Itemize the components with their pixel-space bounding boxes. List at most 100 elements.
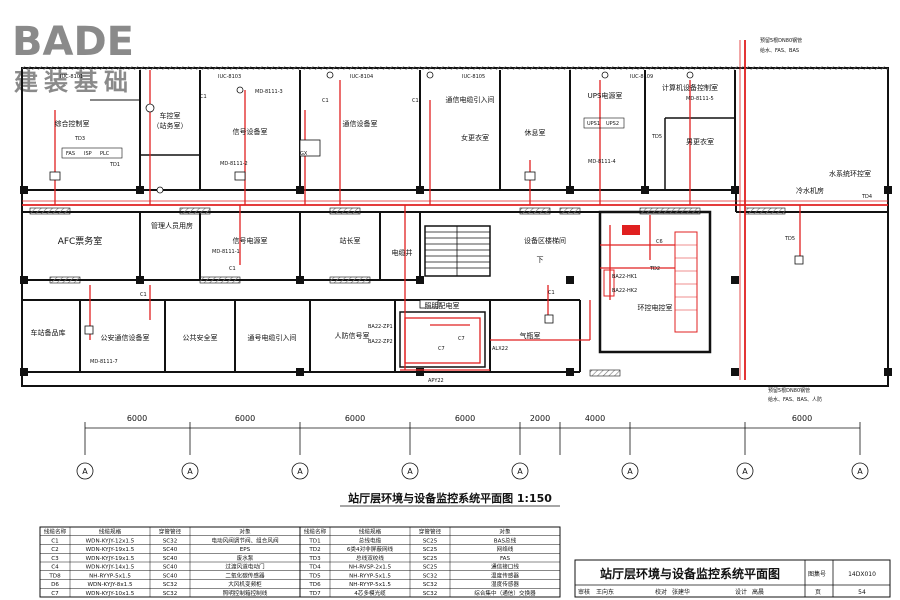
table-cell: WDN-KYJY-19x1.5 [86,556,135,562]
room-female-changing: 女更衣室 [461,133,489,142]
tag-pipe-bottom-sub: 给水、FAS、BAS、人防 [768,396,822,403]
title-block-page-label: 页 [815,589,821,596]
table-cell: NH-RYYP-5x1.5 [349,573,391,579]
room-water-control: 水系统环控室 [829,169,871,178]
tag-ups2: UPS2 [606,121,619,127]
dimension-line [84,422,861,455]
title-block-check-name: 张建华 [672,588,690,596]
tag-md-3: MD-8111-5 [686,96,714,102]
table-cell: TD6 [308,582,321,588]
title-block-design-label: 设计 [735,588,747,596]
table-cell: WDN-KYJY-14x1.5 [86,565,135,571]
table-cell: SC25 [423,547,438,553]
table-cell: BAS总线 [494,536,517,544]
table-cell: TD2 [308,547,320,553]
logo: BADE 建装基础 [12,19,134,96]
logo-brand: BADE [12,19,134,65]
tag-plc: PLC [100,151,110,157]
dim-1: 6000 [127,414,147,423]
tag-ba-hk2: BA22-HK2 [612,288,637,294]
table-cell: TD4 [308,565,321,571]
dim-3: 6000 [345,414,365,423]
table-cell: SC32 [163,582,178,588]
room-station-master: 站长室 [340,236,361,245]
table-cell: 照明控制箱控制线 [223,589,268,597]
tag-c1-a: C1 [200,94,207,100]
room-comprehensive-control: 综合控制室 [55,119,90,128]
title-block-review-name: 王向东 [596,588,614,596]
tag-iuc-8103: IUC-8103 [218,74,241,80]
tag-td4: TD4 [861,194,872,200]
dim-7: 6000 [792,414,812,423]
room-duty: 车控室 [160,111,181,120]
tag-td5-right: TD5 [784,236,795,242]
tag-iuc-8105: IUC-8105 [462,74,485,80]
table-cell: SC25 [423,538,438,544]
table-cell: WDN-KYJY-10x1.5 [86,591,135,597]
tag-ba-hk1: BA22-HK1 [612,274,637,280]
table-cell: SC32 [423,573,438,579]
table-header-cell: 线缆名称 [304,528,327,536]
table-cell: SC40 [163,573,178,579]
table-cell: 6类4对非屏蔽网线 [347,545,394,553]
tag-c6: C6 [656,239,663,245]
drawing-title: 站厅层环境与设备监控系统平面图 1:150 [348,491,552,505]
axis-label-4: A [407,467,413,476]
table-cell: SC40 [163,565,178,571]
stairs-down-label: 下 [537,256,544,264]
tag-c7-b: C7 [458,336,465,342]
table-cell: C3 [51,556,59,562]
room-public-security: 公共安全室 [183,333,218,342]
table-cell: 二氧化碳传感器 [225,571,265,579]
room-equipment-lobby: 设备区楼梯间 [524,236,566,245]
axis-bubbles: A A A A A A A A [76,462,869,480]
axis-label-6: A [627,467,633,476]
tag-c7-a: C7 [438,346,445,352]
tag-md-5: MD-8111-7 [90,359,118,365]
table-cell: 电动风阀调节阀、组合风阀 [211,536,279,544]
title-block-atlas-label: 图集号 [808,570,826,578]
room-police-comm: 公安通信设备室 [101,333,150,342]
tag-td3: TD3 [74,136,85,142]
tag-md-4: MD-8111-4 [588,159,616,165]
tag-c1-e: C1 [140,292,147,298]
room-afc: AFC票务室 [58,235,103,247]
tag-ba-zp2: BA22-ZP2 [368,339,393,345]
axis-label-1: A [82,467,88,476]
table-cell: 通信接口线 [491,563,519,571]
table-cell: EPS [240,547,251,553]
title-block-check-label: 校对 [655,588,667,596]
axis-label-5: A [517,467,523,476]
equipment-tags: IUC-8101 IUC-8103 IUC-8104 IUC-8105 IUC-… [60,37,872,403]
table-cell: SC32 [423,582,438,588]
table-cell: SC32 [423,591,438,597]
axis-label-7: A [742,467,748,476]
dim-2: 6000 [235,414,255,423]
tag-pipe-bottom: 预留5根DN80钢管 [768,387,810,394]
tag-iuc-8104: IUC-8104 [350,74,373,80]
tag-gx: GX [300,151,308,157]
tag-fas: FAS [66,151,75,157]
table-cell: 综合集中（通信）交换器 [474,589,536,597]
tag-c1-c: C1 [412,98,419,104]
room-gas: 气瓶室 [520,331,541,340]
table-cell: NH-RYYP-5x1.5 [89,573,131,579]
table-cell: C2 [51,547,58,553]
table-cell: TD8 [48,573,61,579]
axis-label-8: A [857,467,863,476]
tag-iuc-8109: IUC-8109 [630,74,653,80]
table-cell: 过渡风道电动门 [225,563,265,571]
title-block-page-no: 54 [858,589,866,596]
table-header-cell: 对象 [499,528,511,536]
table-cell: 温度传感器 [491,571,519,579]
table-header-cell: 线缆名称 [44,528,67,536]
axis-label-2: A [187,467,193,476]
table-cell: SC25 [423,556,438,562]
control-cabinets [603,225,698,333]
table-cell: 总线双绞线 [356,554,384,562]
title-block-design-name: 高晨 [752,588,764,596]
table-cell: FAS [500,556,511,562]
table-cell: C4 [51,565,59,571]
room-comm-cable-entry: 通信电缆引入间 [446,95,495,104]
table-cell: D6 [51,582,59,588]
